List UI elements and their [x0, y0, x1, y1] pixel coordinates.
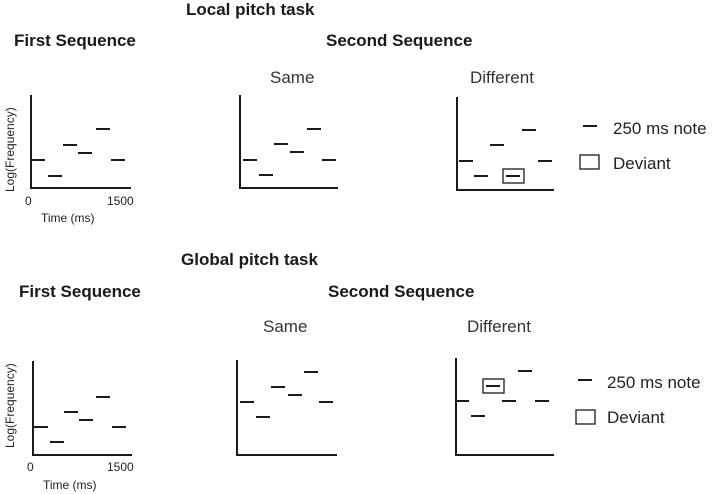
local-same-panel [239, 95, 338, 189]
global-task-title: Global pitch task [181, 250, 318, 269]
global-same-label: Same [263, 317, 308, 336]
local-legend-deviant-box [579, 154, 600, 170]
local-different-deviant-box [502, 168, 525, 184]
global-second-sequence-heading: Second Sequence [328, 282, 475, 301]
global-x-tick-start: 0 [27, 460, 34, 474]
global-legend-deviant-box [575, 409, 596, 425]
global-legend-deviant-label: Deviant [607, 408, 665, 427]
local-different-label: Different [470, 68, 534, 87]
global-x-tick-end: 1500 [107, 460, 134, 474]
local-different-panel [456, 97, 554, 191]
local-first-sequence-heading: First Sequence [14, 31, 136, 50]
local-x-axis-label: Time (ms) [41, 211, 95, 225]
local-same-label: Same [270, 68, 315, 87]
global-first-panel [32, 361, 132, 456]
global-different-label: Different [467, 317, 531, 336]
local-legend-note-label: 250 ms note [613, 119, 707, 138]
global-first-sequence-heading: First Sequence [19, 282, 141, 301]
global-legend-note-label: 250 ms note [607, 373, 701, 392]
global-different-panel [455, 358, 554, 456]
global-x-axis-label: Time (ms) [43, 478, 97, 492]
local-second-sequence-heading: Second Sequence [326, 31, 473, 50]
local-first-panel [30, 95, 131, 189]
local-x-tick-end: 1500 [107, 194, 134, 208]
global-different-deviant-box [482, 378, 505, 394]
global-same-panel [236, 360, 337, 456]
local-legend-deviant-label: Deviant [613, 154, 671, 173]
local-x-tick-start: 0 [25, 194, 32, 208]
local-task-title: Local pitch task [186, 0, 315, 19]
